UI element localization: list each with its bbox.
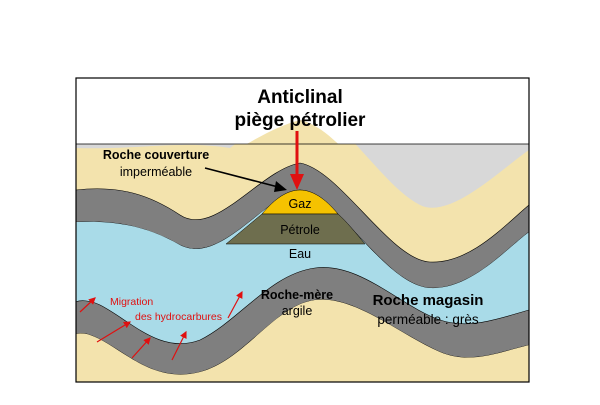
oil-label: Pétrole [280,223,320,237]
lower-sand-layer [76,299,529,382]
reservoir-title: Roche magasin [373,292,484,309]
oil-zone [225,213,366,245]
gas-zone [261,189,339,215]
title-line-1: Anticlinal [257,87,343,108]
water-reservoir [76,190,529,344]
source-rock-subtitle: argile [282,304,313,318]
source-rock-layer [76,267,529,375]
migration-arrow [96,321,132,343]
cap-rock-subtitle: imperméable [120,165,192,179]
cap-rock-layer [76,162,529,289]
gas-label: Gaz [289,197,312,211]
migration-line-1: Migration [110,296,153,308]
title-line-2: piège pétrolier [235,110,367,131]
diagram-frame [75,77,530,383]
water-label: Eau [289,247,311,261]
migration-arrow [79,297,96,313]
migration-arrow [171,330,187,361]
cap-rock-pointer-head [274,181,287,192]
migration-line-2: des hydrocarbures [135,311,222,323]
cap-rock-pointer [204,167,283,189]
reservoir-subtitle: perméable : grès [377,312,479,327]
migration-arrows [79,290,243,361]
migration-arrow [227,290,243,319]
crest-arrow-head [290,174,304,190]
migration-arrow [131,337,151,359]
source-rock-title: Roche-mère [261,288,333,302]
cap-rock-title: Roche couverture [103,148,209,162]
